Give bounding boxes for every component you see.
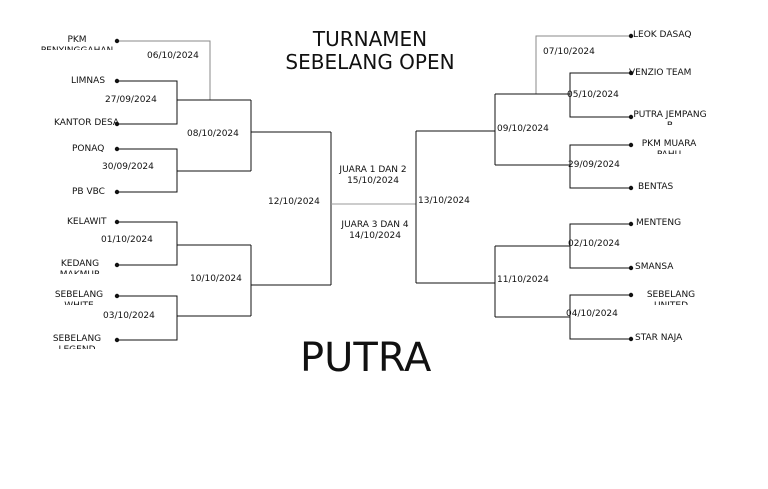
left-team-9: SEBELANG LEGEND <box>52 334 102 349</box>
left-semi-date: 12/10/2024 <box>268 197 320 207</box>
right-team-8: SEBELANG UNITED <box>646 290 696 305</box>
left-r1-date-4: 03/10/2024 <box>103 311 155 321</box>
left-team-8: SEBELANG WHITE <box>54 290 104 305</box>
right-r1-date-3: 02/10/2024 <box>568 239 620 249</box>
right-r1-date-4: 04/10/2024 <box>566 309 618 319</box>
right-team-2: VENZIO TEAM <box>629 68 692 78</box>
left-r2-date-1: 08/10/2024 <box>187 129 239 139</box>
third-label: JUARA 3 DAN 4 <box>341 220 409 230</box>
right-semi-date: 13/10/2024 <box>418 196 470 206</box>
left-team-1: PKM PENYINGGAHAN <box>41 35 114 50</box>
left-r2-date-2: 10/10/2024 <box>190 274 242 284</box>
left-prelim-date: 06/10/2024 <box>147 51 199 61</box>
left-r1-date-1: 27/09/2024 <box>105 95 157 105</box>
left-team-5: PB VBC <box>72 187 105 197</box>
right-team-4: PKM MUARA PAHU <box>641 139 697 154</box>
final-date: 15/10/2024 <box>347 176 399 186</box>
left-r1-date-3: 01/10/2024 <box>101 235 153 245</box>
right-r1-date-1: 05/10/2024 <box>567 90 619 100</box>
category-label: PUTRA <box>300 335 432 381</box>
right-team-9: STAR NAJA <box>635 333 683 343</box>
right-team-6: MENTENG <box>636 218 682 228</box>
left-r1-date-2: 30/09/2024 <box>102 162 154 172</box>
right-team-3: PUTRA JEMPANG B <box>633 110 707 125</box>
left-team-3: KANTOR DESA <box>54 118 119 128</box>
right-team-1: LEOK DASAQ <box>633 30 692 40</box>
right-r2-date-2: 11/10/2024 <box>497 275 549 285</box>
right-team-5: BENTAS <box>638 182 674 192</box>
final-note: JUARA 1 DAN 2 15/10/2024 <box>328 165 418 187</box>
third-place-note: JUARA 3 DAN 4 14/10/2024 <box>330 220 420 242</box>
left-team-6: KELAWIT <box>67 217 107 227</box>
left-team-2: LIMNAS <box>71 76 106 86</box>
tournament-title: TURNAMEN SEBELANG OPEN <box>270 28 470 74</box>
title-line-2: SEBELANG OPEN <box>285 50 455 74</box>
left-team-7: KEDANG MAKMUR <box>60 259 100 274</box>
third-date: 14/10/2024 <box>349 231 401 241</box>
right-prelim-date: 07/10/2024 <box>543 47 595 57</box>
right-r1-date-2: 29/09/2024 <box>568 160 620 170</box>
title-line-1: TURNAMEN <box>312 27 428 51</box>
left-team-4: PONAQ <box>72 144 105 154</box>
final-label: JUARA 1 DAN 2 <box>339 165 407 175</box>
right-team-7: SMANSA <box>635 262 674 272</box>
right-r2-date-1: 09/10/2024 <box>497 124 549 134</box>
